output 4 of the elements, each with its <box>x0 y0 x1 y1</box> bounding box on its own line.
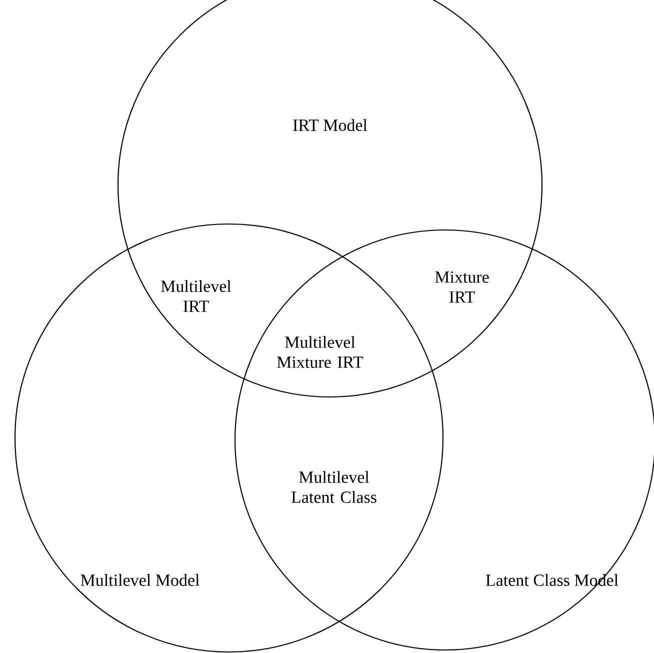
region-label: Multilevel Latent Class <box>292 471 376 503</box>
region-label: Multilevel Mixture IRT <box>277 336 364 368</box>
region-label: Mixture IRT <box>435 271 489 303</box>
region-label: Multilevel IRT <box>161 280 232 312</box>
